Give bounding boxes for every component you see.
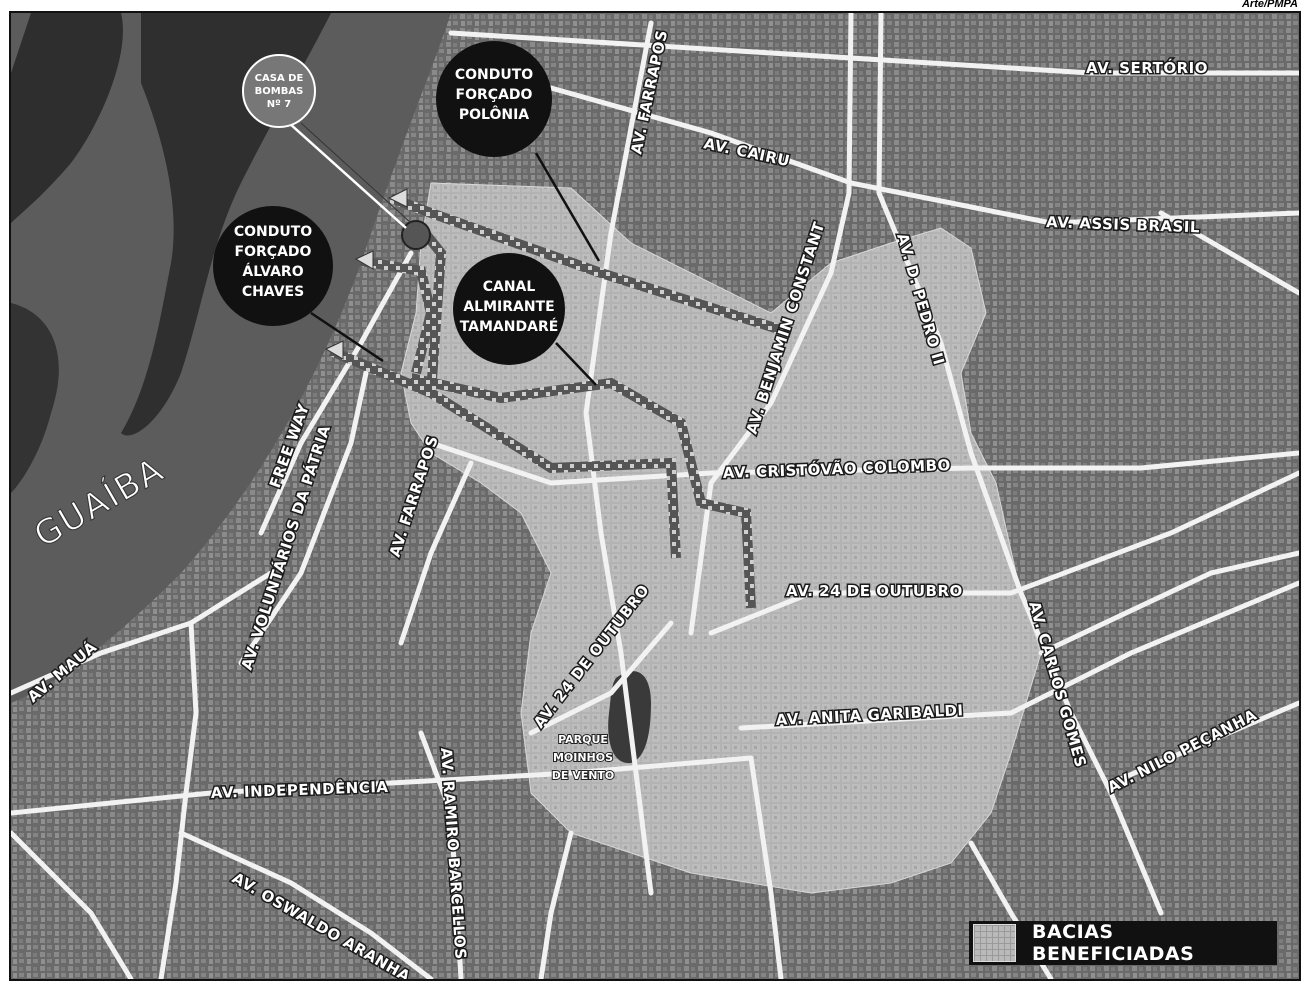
- callout-canal-line: TAMANDARÉ: [460, 318, 559, 335]
- map-canvas: CASA DE BOMBAS Nº 7 CONDUTO FORÇADO POLÔ…: [11, 13, 1299, 979]
- road-network: [11, 13, 1299, 979]
- river-guaiba: [11, 13, 451, 703]
- pump-house-marker: [401, 220, 431, 250]
- park-label-line: DE VENTO: [552, 769, 615, 782]
- conduit-link: [360, 256, 437, 375]
- island: [11, 13, 123, 223]
- road-label-24-outubro-east: AV. 24 DE OUTUBRO: [786, 582, 963, 600]
- callout-polonia-line: CONDUTO: [455, 67, 533, 83]
- callout-casa-line: Nº 7: [267, 99, 291, 110]
- callout-alvaro-line: FORÇADO: [235, 244, 312, 260]
- callout-conduto-polonia: CONDUTO FORÇADO POLÔNIA: [436, 41, 552, 157]
- island: [11, 303, 59, 493]
- callout-canal-line: ALMIRANTE: [463, 299, 554, 315]
- callout-conduto-alvaro-chaves: CONDUTO FORÇADO ÁLVARO CHAVES: [213, 206, 333, 326]
- park-label-line: PARQUE: [558, 733, 608, 746]
- park-label-line: MOINHOS: [553, 751, 613, 764]
- conduit-network: [329, 193, 793, 609]
- park-label-moinhos: PARQUE MOINHOS DE VENTO: [551, 732, 616, 783]
- callout-polonia-line: FORÇADO: [456, 87, 533, 103]
- callout-alvaro-line: CHAVES: [242, 284, 304, 300]
- callout-alvaro-line: CONDUTO: [234, 224, 312, 240]
- legend-label: BACIAS BENEFICIADAS: [1032, 921, 1195, 965]
- conduto-alvaro-chaves: [329, 346, 681, 559]
- callout-pointers: [288, 122, 601, 386]
- legend-swatch-basin: [973, 924, 1016, 962]
- legend: BACIAS BENEFICIADAS: [969, 921, 1277, 965]
- callout-casa-line: BOMBAS: [255, 86, 304, 97]
- callout-canal-line: CANAL: [483, 279, 536, 295]
- callout-alvaro-line: ÁLVARO: [242, 263, 303, 280]
- conduto-polonia: [389, 193, 793, 338]
- island: [121, 13, 331, 436]
- credit-text: Arte/PMPA: [1241, 0, 1298, 10]
- map-frame: CASA DE BOMBAS Nº 7 CONDUTO FORÇADO POLÔ…: [9, 11, 1301, 981]
- road-label-sertorio: AV. SERTÓRIO: [1086, 58, 1208, 77]
- callout-polonia-line: POLÔNIA: [459, 105, 529, 123]
- callout-canal-tamandare: CANAL ALMIRANTE TAMANDARÉ: [453, 253, 565, 365]
- flow-arrows: [324, 188, 408, 360]
- callout-casa-line: CASA DE: [255, 73, 304, 84]
- canal-tamandare: [409, 373, 756, 609]
- callout-casa-de-bombas: CASA DE BOMBAS Nº 7: [242, 54, 316, 128]
